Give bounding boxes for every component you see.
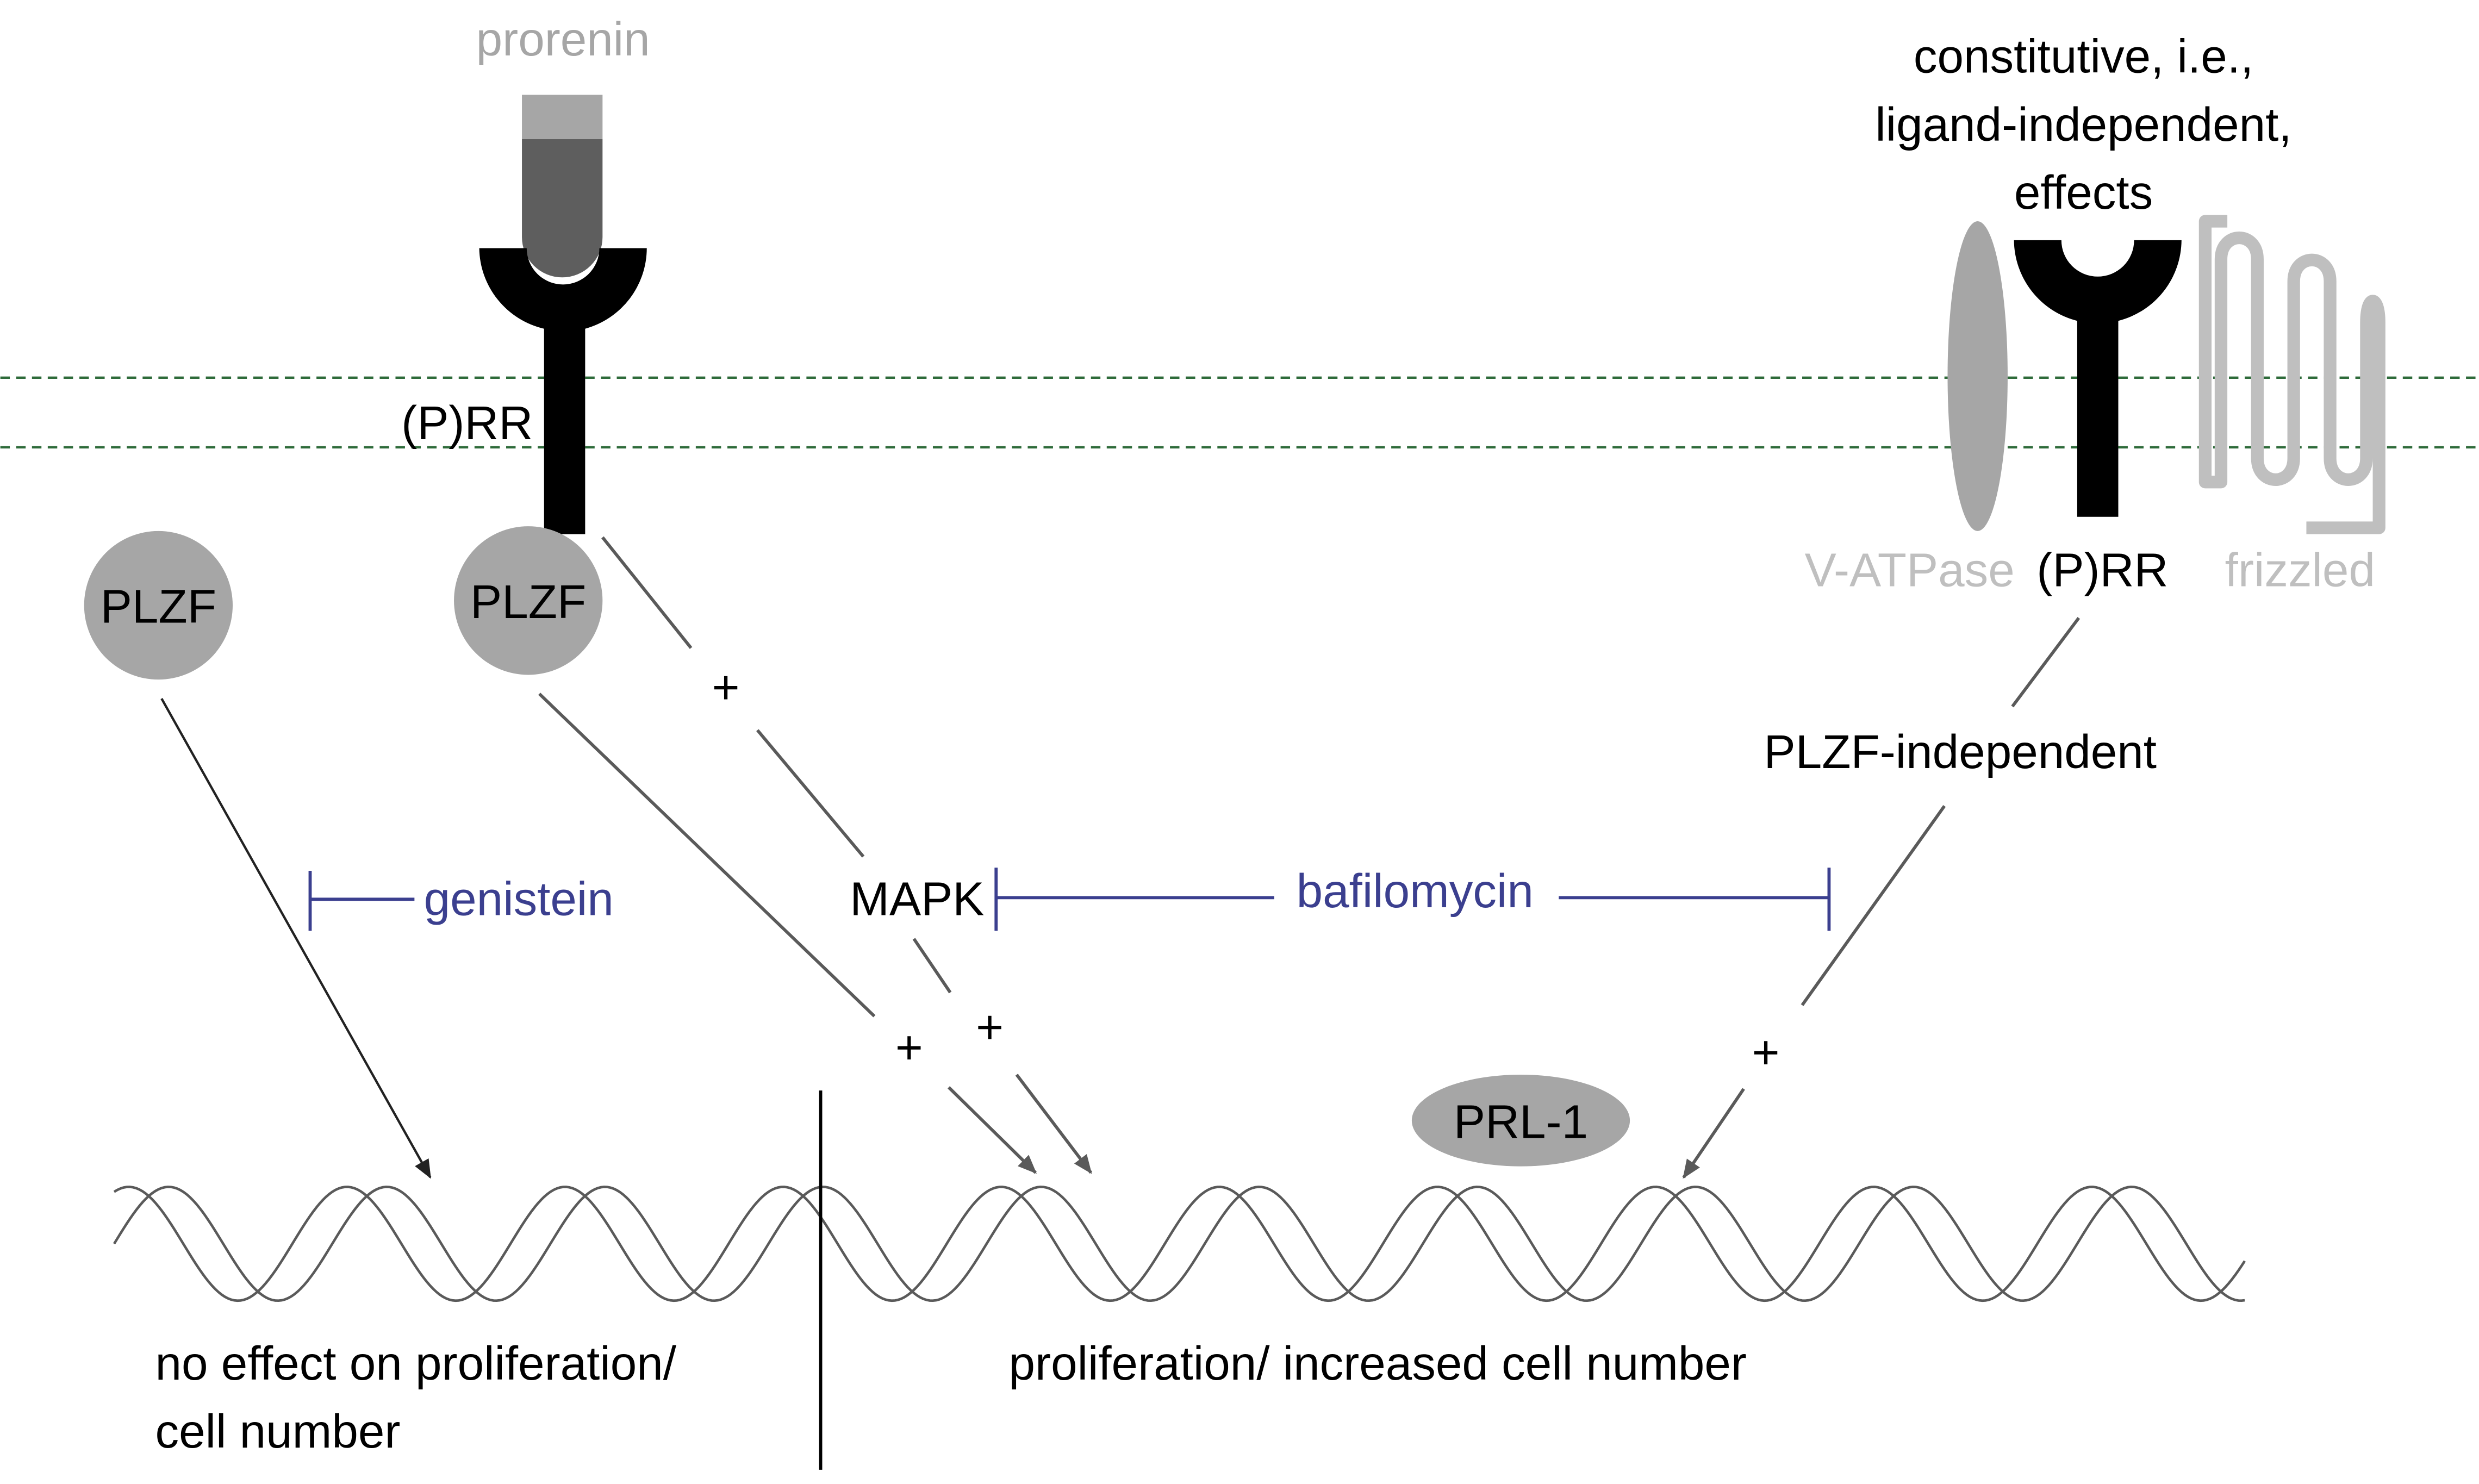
- prl1-label: PRL-1: [1454, 1095, 1588, 1148]
- plus-sign-upper: +: [712, 661, 740, 714]
- arrow-mapk-to-dna-b: [1015, 1074, 1093, 1174]
- prr-receptor-right: (P)RR: [2014, 240, 2182, 597]
- dna-strand-1: [113, 1186, 2245, 1302]
- arrow-plzf-independent-to-dna-b: [1682, 1088, 1745, 1179]
- arrow-plzf-free-to-dna: [160, 697, 432, 1179]
- line-plzf-to-dna-a: [538, 693, 876, 1018]
- plzf-independent-label: PLZF-independent: [1764, 726, 2157, 778]
- proliferation-label: proliferation/ increased cell number: [1009, 1337, 1747, 1390]
- v-atpase: V-ATPase: [1805, 221, 2015, 597]
- arrow-plzf-to-dna-b: [948, 1086, 1037, 1174]
- line-prr-to-mapk-a: [601, 536, 693, 649]
- no-effect-line-2: cell number: [155, 1405, 401, 1458]
- mapk-label: MAPK: [850, 872, 984, 925]
- constitutive-line-2: ligand-independent,: [1875, 98, 2291, 151]
- dna-helix: [113, 1186, 2246, 1302]
- frizzled-label: frizzled: [2225, 544, 2375, 597]
- plzf-bound: PLZF: [454, 526, 603, 675]
- dna-strand-2: [113, 1186, 2246, 1302]
- line-prr-right-to-plzf-independent: [2011, 617, 2081, 708]
- no-effect-line-1: no effect on proliferation/: [155, 1337, 677, 1390]
- bafilomycin-label: bafilomycin: [1297, 865, 1534, 918]
- genistein-inhibitor: genistein: [308, 870, 614, 931]
- v-atpase-label: V-ATPase: [1805, 544, 2015, 597]
- plus-sign-mid: +: [976, 1001, 1004, 1053]
- frizzled-receptor: frizzled: [2198, 215, 2385, 597]
- prr-left-label: (P)RR: [401, 397, 533, 450]
- cell-membrane: [0, 376, 2479, 448]
- plus-sign-right: +: [1752, 1026, 1780, 1078]
- prorenin-label: prorenin: [476, 13, 650, 66]
- prr-receptor-left: (P)RR: [401, 248, 647, 534]
- prr-right-label: (P)RR: [2036, 544, 2168, 597]
- line-plzf-independent-to-dna-a: [1801, 805, 1946, 1006]
- pathway-arrows: [160, 536, 2081, 1179]
- line-mapk-to-dna-a: [912, 938, 952, 994]
- plzf-bound-label: PLZF: [470, 576, 586, 628]
- prl1-protein: PRL-1: [1411, 1074, 1630, 1167]
- constitutive-line-3: effects: [2014, 166, 2153, 219]
- plus-sign-left: +: [895, 1021, 923, 1074]
- line-prr-to-mapk-b: [756, 729, 865, 858]
- constitutive-line-1: constitutive, i.e.,: [1914, 30, 2253, 83]
- genistein-label: genistein: [424, 872, 614, 925]
- plzf-free-label: PLZF: [101, 580, 216, 633]
- prorenin-ligand: prorenin: [476, 13, 650, 278]
- bafilomycin-inhibitor: bafilomycin: [994, 865, 1831, 931]
- plzf-free: PLZF: [84, 531, 233, 680]
- constitutive-effects-label: constitutive, i.e., ligand-independent, …: [1875, 30, 2291, 219]
